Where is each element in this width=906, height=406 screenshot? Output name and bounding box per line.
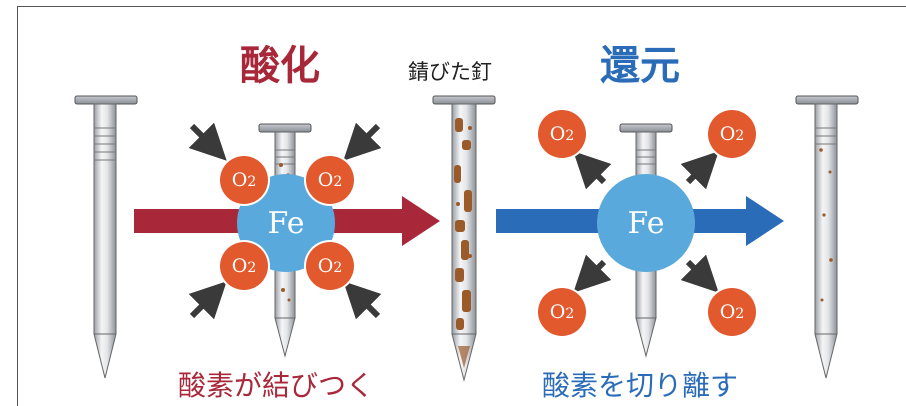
o2-subscript: 2 xyxy=(333,174,343,190)
reduction-outward-arrows xyxy=(573,151,719,293)
o2-subscript: 2 xyxy=(333,260,343,276)
arrow-in-bottom-left xyxy=(188,281,227,320)
o2-label: O xyxy=(719,301,736,323)
o2-subscript: 2 xyxy=(247,174,257,190)
o2-label: O xyxy=(317,255,334,277)
oxidation-caption: 酸素が結びつく xyxy=(178,369,375,402)
reduction-fe-atom: Fe xyxy=(597,174,695,272)
arrow-out-bottom-right xyxy=(680,254,719,293)
nail-rusted xyxy=(432,95,496,382)
o2-subscript: 2 xyxy=(565,128,575,144)
nail-restored-right xyxy=(795,95,859,379)
arrow-out-top-right xyxy=(680,151,719,190)
o2-subscript: 2 xyxy=(735,306,745,322)
o2-label: O xyxy=(549,123,566,145)
o2-label: O xyxy=(231,255,248,277)
frame-left-line xyxy=(17,6,18,406)
o2-label: O xyxy=(317,169,334,191)
arrow-out-bottom-left xyxy=(573,254,612,293)
oxidation-title: 酸化 xyxy=(240,42,320,89)
o2-subscript: 2 xyxy=(735,128,745,144)
o2-label: O xyxy=(549,301,566,323)
reduction-title: 還元 xyxy=(600,42,680,89)
nail-clean-left xyxy=(74,95,138,379)
o2-subscript: 2 xyxy=(247,260,257,276)
arrow-in-top-right xyxy=(343,122,382,161)
reduction-caption: 酸素を切り離す xyxy=(542,369,739,402)
arrow-out-top-left xyxy=(573,151,612,190)
rusted-nail-label: 錆びた釘 xyxy=(408,60,492,84)
arrow-in-top-left xyxy=(188,122,227,161)
o2-label: O xyxy=(719,123,736,145)
o2-label: O xyxy=(231,169,248,191)
arrow-in-bottom-right xyxy=(343,281,382,320)
frame-top-line xyxy=(18,6,906,7)
o2-subscript: 2 xyxy=(565,306,575,322)
oxidation-inward-arrows xyxy=(188,122,382,320)
